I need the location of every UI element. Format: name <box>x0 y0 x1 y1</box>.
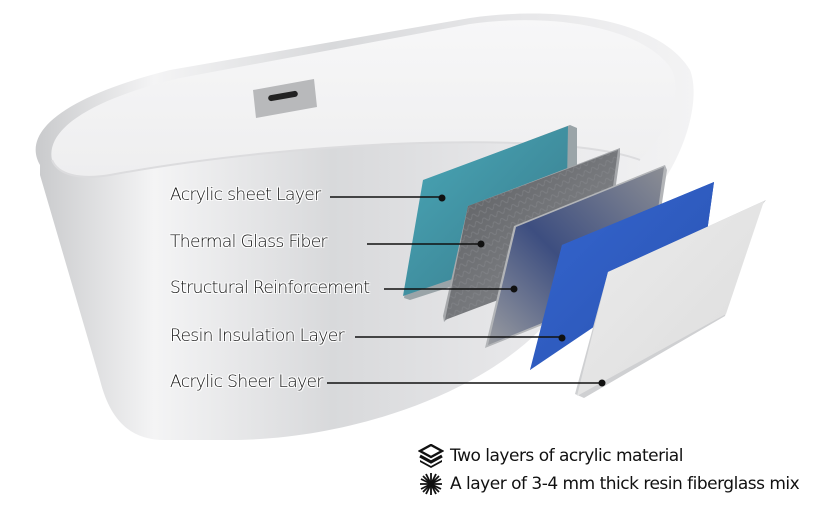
label-thermal-glass-fiber: Thermal Glass Fiber <box>170 232 328 252</box>
layer-panel-acrylic-sheer <box>575 200 766 398</box>
layers-stack-icon <box>418 444 444 468</box>
leader-dots <box>438 194 606 387</box>
bathtub-body <box>35 13 694 440</box>
label-acrylic-sheet-layer: Acrylic sheet Layer <box>170 185 321 205</box>
label-acrylic-sheer-layer: Acrylic Sheer Layer <box>170 372 323 392</box>
leader-lines <box>327 196 601 384</box>
overflow-drain-icon <box>253 79 317 118</box>
legend-text-acrylic: Two layers of acrylic material <box>450 446 683 466</box>
legend-item-acrylic: Two layers of acrylic material <box>418 442 799 470</box>
fiber-mesh-icon <box>420 473 442 495</box>
label-structural-reinforcement: Structural Reinforcement <box>170 278 370 298</box>
legend-item-fiberglass: A layer of 3-4 mm thick resin fiberglass… <box>418 470 800 498</box>
legend: Two layers of acrylic material A layer o… <box>418 442 800 498</box>
label-resin-insulation-layer: Resin Insulation Layer <box>170 326 345 346</box>
legend-text-fiberglass: A layer of 3-4 mm thick resin fiberglass… <box>450 474 800 494</box>
